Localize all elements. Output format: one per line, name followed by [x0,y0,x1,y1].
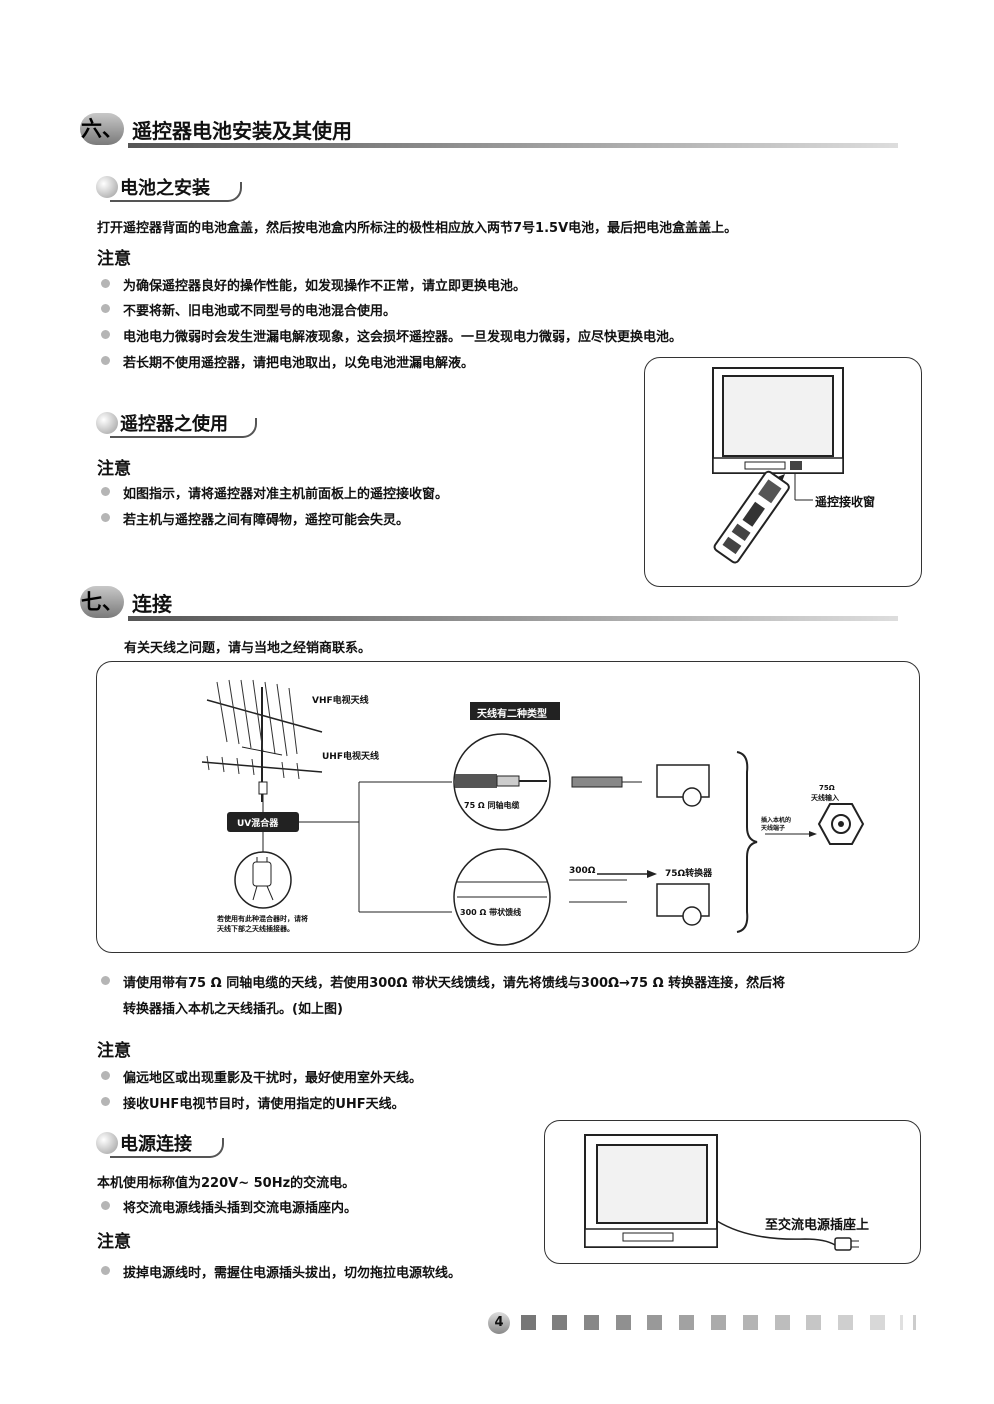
battery-note-2: 不要将新、旧电池或不同型号的电池混合使用。 [97,300,396,319]
section-6-header: 六、 遥控器电池安装及其使用 [80,113,900,148]
section-6-title: 遥控器电池安装及其使用 [132,119,352,143]
bullet-ball-icon [96,176,118,198]
mixer-note-1: 若使用有此种混合器时，请将 [217,915,308,923]
antenna-connection-diagram [201,679,865,946]
section-7-title: 连接 [132,592,172,616]
section-6-rule [128,143,898,148]
page-number-badge: 4 [488,1312,510,1334]
mixer-note-2: 天线下部之天线插接器。 [217,925,294,933]
coax-cable-label: 75 Ω 同轴电缆 [464,801,520,810]
battery-instructions: 打开遥控器背面的电池盒盖，然后按电池盒内所标注的极性相应放入两节7号1.5V电池… [97,221,738,236]
antenna-intro: 有关天线之问题，请与当地之经销商联系。 [124,641,372,656]
battery-note-4: 若长期不使用遥控器，请把电池取出，以免电池泄漏电解液。 [97,352,474,371]
converter-from-label: 300Ω [569,866,596,876]
connection-note-1: 偏远地区或出现重影及干扰时，最好使用室外天线。 [97,1067,422,1086]
power-instruction: 将交流电源线插头插到交流电源插座内。 [97,1197,357,1216]
power-note-1: 拔掉电源线时，需握住电源插头拔出，切勿拖拉电源软线。 [97,1262,461,1281]
antenna-input-label-2: 天线输入 [811,794,839,802]
section-7-number: 七、 [80,586,124,618]
heading-curve [110,418,257,438]
bullet-ball-icon [96,1132,118,1154]
antenna-input-label-1: 75Ω [819,784,835,792]
converter-to-label: 75Ω转换器 [665,869,713,879]
page-strip-square [679,1315,694,1330]
remote-note-2: 若主机与遥控器之间有障碍物，遥控可能会失灵。 [97,509,409,528]
plug-in-label-2: 天线端子 [761,825,786,832]
page-strip-square [806,1315,821,1330]
plug-in-label-1: 插入本机的 [761,817,792,824]
remote-note-title: 注意 [97,459,131,479]
remote-note-1: 如图指示，请将遥控器对准主机前面板上的遥控接收窗。 [97,483,448,502]
vhf-label: VHF电视天线 [312,696,369,706]
power-outlet-label: 至交流电源插座上 [765,1218,870,1233]
page-strip-square [584,1315,599,1330]
page-number: 4 [494,1315,504,1330]
heading-curve [110,182,242,202]
battery-note-title: 注意 [97,249,131,269]
page-strip-square [775,1315,790,1330]
battery-note-1: 为确保遥控器良好的操作性能，如发现操作不正常，请立即更换电池。 [97,275,526,294]
remote-receiver-label: 遥控接收窗 [815,495,876,509]
section-6-number: 六、 [80,113,124,145]
page-strip-square [521,1315,536,1330]
power-spec: 本机使用标称值为220V~ 50Hz的交流电。 [97,1176,356,1191]
page-strip-square [743,1315,758,1330]
page-strip-square [647,1315,662,1330]
antenna-usage-line-2: 转换器插入本机之天线插孔。(如上图) [123,1002,343,1017]
page-strip-square [870,1315,885,1330]
power-heading-label: 电源连接 [120,1134,192,1155]
bullet-ball-icon [96,412,118,434]
battery-heading-label: 电池之安装 [120,178,210,199]
connection-note-title: 注意 [97,1041,131,1061]
antenna-diagram-panel: VHF电视天线 UHF电视天线 UV混合器 若使用有此种混合器时，请将 天线下部… [96,661,920,953]
mixer-label: UV混合器 [237,819,279,829]
tv-power-cord-illustration [584,1134,859,1251]
page-strip-end-marker [900,1315,916,1330]
remote-heading-label: 遥控器之使用 [120,414,228,435]
antenna-types-label: 天线有二种类型 [477,709,547,720]
section-7-header: 七、 连接 [80,586,900,621]
antenna-usage-line-1: 请使用带有75 Ω 同轴电缆的天线，若使用300Ω 带状天线馈线，请先将馈线与3… [97,972,785,991]
page-strip-square [552,1315,567,1330]
uhf-label: UHF电视天线 [322,752,379,762]
section-7-rule [128,616,898,621]
heading-curve [110,1138,224,1158]
battery-note-3: 电池电力微弱时会发生泄漏电解液现象，这会损坏遥控器。一旦发现电力微弱，应尽快更换… [97,326,682,345]
page-strip-square [838,1315,853,1330]
tv-remote-illustration [712,367,844,564]
page-strip-square [711,1315,726,1330]
connection-note-2: 接收UHF电视节目时，请使用指定的UHF天线。 [97,1093,405,1112]
remote-figure-panel: 遥控接收窗 [644,357,922,587]
flat-feeder-label: 300 Ω 带状馈线 [460,908,522,917]
power-figure-panel: 至交流电源插座上 [544,1120,921,1264]
page-strip-square [616,1315,631,1330]
power-note-title: 注意 [97,1232,131,1252]
